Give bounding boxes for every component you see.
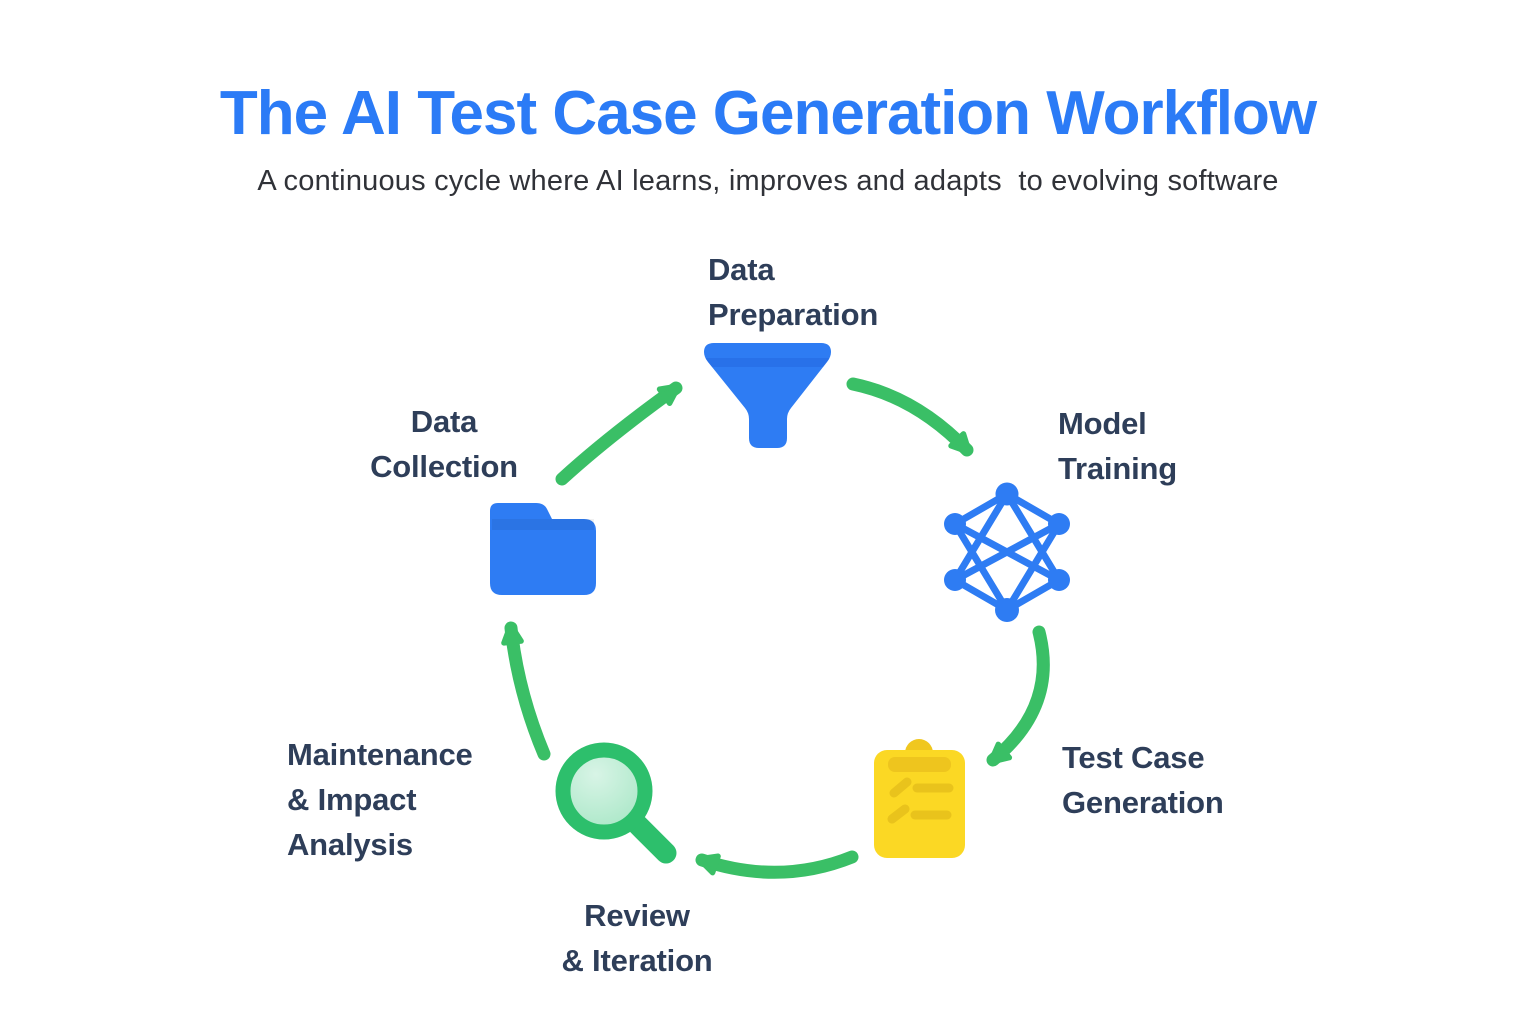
step-label-maintenance-impact-analysis: Maintenance & Impact Analysis: [287, 737, 473, 862]
step-label-model-training: Model Training: [1058, 406, 1177, 486]
folder-icon: [490, 503, 596, 595]
arrow-collection-to-preparation: [555, 381, 683, 486]
funnel-icon: [704, 343, 831, 448]
cycle-arrows: [501, 377, 1050, 879]
page-subtitle: A continuous cycle where AI learns, impr…: [257, 165, 1279, 197]
magnifier-icon: [555, 742, 677, 864]
page-title: The AI Test Case Generation Workflow: [219, 79, 1317, 148]
arrow-training-to-generation: [986, 625, 1050, 767]
step-label-data-collection: Data Collection: [370, 404, 518, 484]
arrow-review-to-collection: [501, 621, 551, 761]
step-label-test-case-generation: Test Case Generation: [1062, 740, 1224, 820]
step-label-review-iteration: Review & Iteration: [561, 898, 713, 978]
arrow-generation-to-review: [695, 850, 859, 879]
step-label-data-preparation: Data Preparation: [708, 252, 879, 332]
neural-network-icon: [944, 482, 1070, 622]
clipboard-icon: [874, 739, 965, 858]
arrow-preparation-to-training: [846, 377, 974, 457]
